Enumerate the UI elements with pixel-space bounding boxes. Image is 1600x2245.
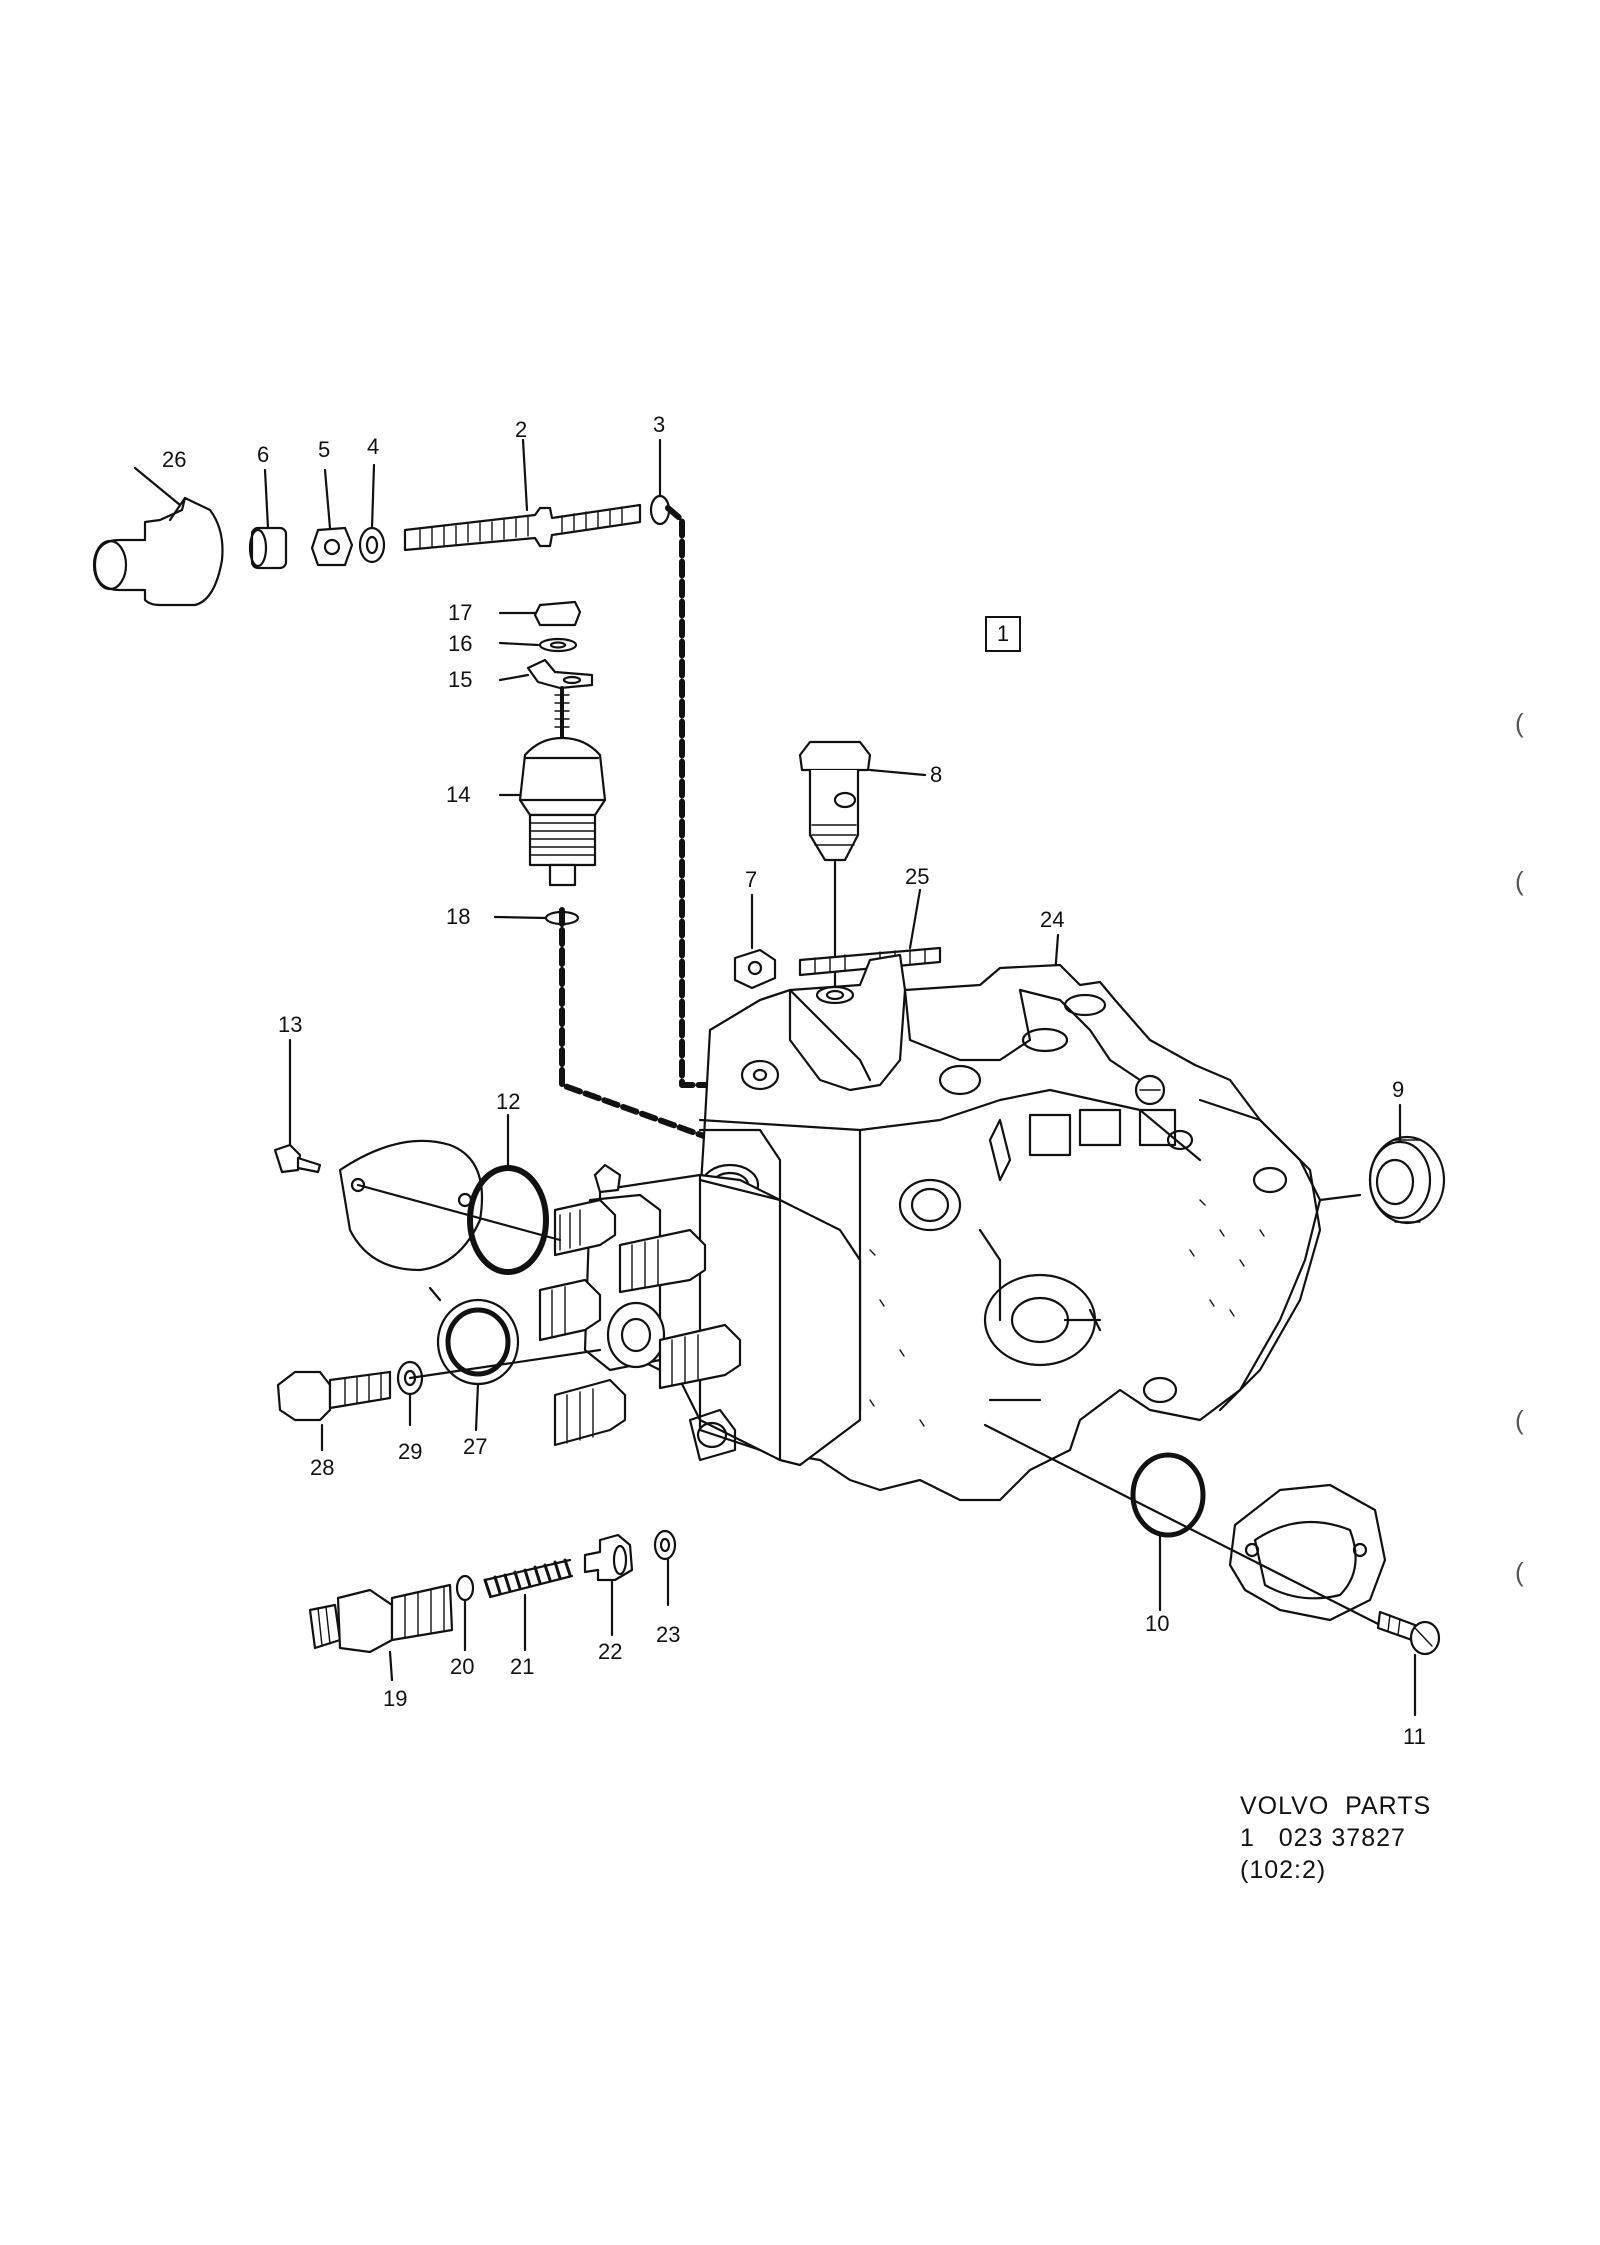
part-number-14: 14 (446, 782, 471, 807)
caption-brand: VOLVO PARTS (1240, 1792, 1432, 1820)
part-14-stop-solenoid (498, 686, 607, 887)
part-number-11: 11 (1403, 1724, 1426, 1749)
part-number-29: 29 (398, 1439, 423, 1464)
part-11-screw (1376, 1610, 1441, 1717)
part-4-washer (358, 463, 386, 564)
rear-cover (983, 1423, 1392, 1632)
part-13-screw (273, 1038, 322, 1174)
part-number-26: 26 (162, 447, 187, 472)
part-number-19: 19 (383, 1686, 408, 1711)
part-number-28: 28 (310, 1455, 335, 1480)
delivery-valve-fittings (538, 1163, 742, 1447)
reference-box: 1 (985, 616, 1021, 652)
part-26-cap (92, 466, 224, 607)
part-number-27: 27 (463, 1434, 488, 1459)
part-23-washer (653, 1529, 677, 1607)
assembly-guide-line-b (559, 907, 718, 1143)
part-number-15: 15 (448, 667, 473, 692)
part-number-23: 23 (656, 1622, 681, 1647)
part-6-sleeve (248, 468, 288, 570)
margin-mark: ( (1515, 1405, 1524, 1435)
volvo-parts-caption: VOLVO PARTS 1 023 37827 (102:2) (1240, 1790, 1431, 1886)
margin-mark: ( (1515, 866, 1524, 896)
part-number-2: 2 (515, 417, 528, 442)
part-27-seal-ring (428, 1286, 520, 1432)
part-number-13: 13 (278, 1012, 303, 1037)
part-29-washer (396, 1348, 602, 1427)
part-number-16: 16 (448, 631, 473, 656)
cover-plate (338, 1139, 562, 1272)
part-number-12: 12 (496, 1089, 521, 1114)
part-8-banjo-bolt (798, 740, 927, 992)
part-2-adjusting-screw (403, 438, 642, 552)
caption-part-number: 1 023 37827 (1240, 1824, 1406, 1852)
caption-page-ref: (102:2) (1240, 1856, 1327, 1884)
part-16-washer (498, 637, 578, 653)
part-number-18: 18 (446, 904, 471, 929)
part-number-24: 24 (1040, 907, 1065, 932)
part-number-22: 22 (598, 1639, 623, 1664)
part-12-o-ring (467, 1113, 549, 1275)
part-number-25: 25 (905, 864, 930, 889)
part-20-washer (455, 1574, 475, 1652)
part-5-nut (310, 468, 354, 567)
part-number-7: 7 (745, 867, 758, 892)
part-number-8: 8 (930, 762, 943, 787)
margin-mark: ( (1515, 1557, 1524, 1587)
part-7-nut (733, 893, 777, 990)
part-number-17: 17 (448, 600, 473, 625)
part-number-4: 4 (367, 434, 380, 459)
part-3-o-ring (649, 438, 671, 526)
part-10-o-ring (1130, 1452, 1206, 1612)
part-number-9: 9 (1392, 1077, 1405, 1102)
part-number-20: 20 (450, 1654, 475, 1679)
part-28-banjo-screw (276, 1370, 392, 1452)
part-15-terminal-lug (498, 658, 594, 690)
assembly-guide-line-a (665, 505, 713, 1123)
margin-mark: ( (1515, 708, 1524, 738)
part-22-valve-piston (583, 1533, 634, 1637)
part-number-5: 5 (318, 437, 331, 462)
part-number-6: 6 (257, 442, 270, 467)
injection-pump-housing (538, 953, 1322, 1502)
part-19-overflow-valve (308, 1583, 454, 1682)
part-number-21: 21 (510, 1654, 535, 1679)
part-number-3: 3 (653, 412, 666, 437)
part-number-10: 10 (1145, 1611, 1170, 1636)
part-21-spring (483, 1558, 574, 1652)
part-18-o-ring (493, 910, 580, 926)
part-17-nut (498, 600, 582, 627)
part-9-shaft-seal (1318, 1103, 1446, 1225)
